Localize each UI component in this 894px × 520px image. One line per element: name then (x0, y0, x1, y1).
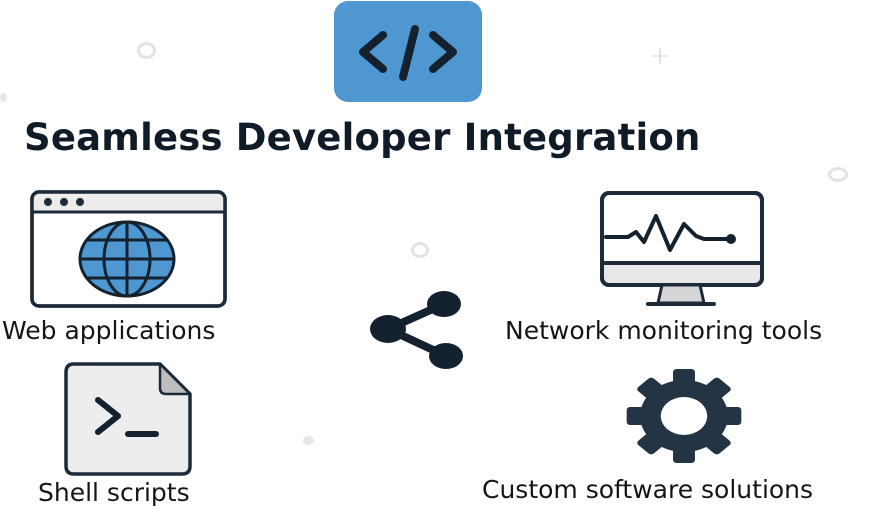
decorative-plus: + (649, 41, 671, 71)
page-title: Seamless Developer Integration (24, 116, 701, 159)
feature-web-applications: Web applications (0, 190, 270, 350)
feature-label: Custom software solutions (482, 475, 814, 504)
decorative-dot (303, 436, 314, 445)
browser-globe-icon (30, 190, 227, 308)
feature-network-monitoring: Network monitoring tools (490, 190, 894, 350)
code-brackets-icon (334, 1, 482, 102)
gear-icon (626, 369, 742, 463)
decorative-ring (137, 42, 156, 59)
share-nodes-icon (370, 291, 463, 369)
decorative-ring (411, 242, 429, 258)
feature-shell-scripts: Shell scripts (30, 358, 250, 520)
decorative-ring (828, 167, 848, 182)
feature-label: Web applications (2, 316, 216, 345)
feature-label: Network monitoring tools (505, 316, 823, 345)
terminal-file-icon (64, 362, 192, 476)
decorative-dot (0, 93, 7, 102)
feature-label: Shell scripts (38, 478, 190, 507)
feature-custom-software: Custom software solutions (470, 360, 894, 520)
monitor-pulse-icon (600, 191, 764, 306)
